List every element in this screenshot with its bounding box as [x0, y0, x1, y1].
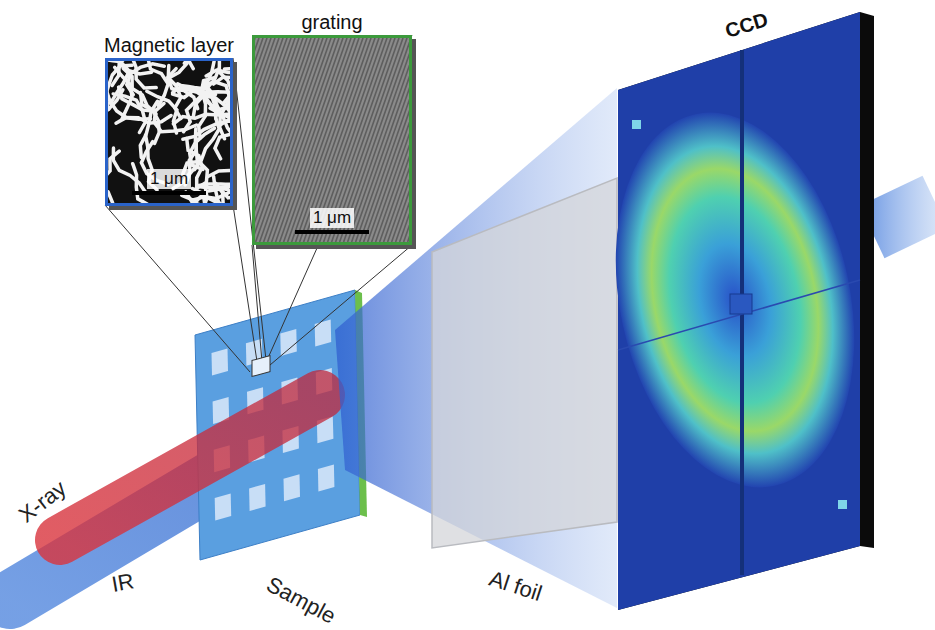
scale-bar — [295, 230, 369, 234]
scale-bar — [132, 191, 206, 195]
sample-window — [318, 465, 335, 492]
part-label: Sample — [262, 572, 340, 630]
scale-bar-label: 1 μm — [147, 169, 191, 189]
image-inset: Magnetic layer1 μm — [105, 58, 233, 206]
detector-panel: CCD — [605, 0, 880, 620]
sample-window — [249, 484, 266, 511]
transmitted-beam — [872, 202, 935, 232]
image-inset: grating1 μm — [252, 35, 412, 245]
panel-title: CCD — [723, 8, 771, 43]
sample-window — [315, 320, 332, 347]
part-label: IR — [110, 568, 136, 597]
ccd-picture — [605, 0, 880, 620]
leader-lines — [105, 35, 412, 372]
sample-window — [284, 474, 301, 501]
panel-title: grating — [301, 11, 362, 34]
sample-window — [212, 349, 229, 376]
part-label: Al foil — [486, 566, 545, 607]
panel-title: Magnetic layer — [104, 34, 234, 57]
scale-bar-label: 1 μm — [310, 208, 354, 228]
ir-beam — [60, 395, 320, 540]
al-foil — [432, 178, 617, 548]
probed-window — [252, 356, 270, 377]
sample-window — [215, 494, 232, 521]
sample-window — [280, 329, 297, 356]
